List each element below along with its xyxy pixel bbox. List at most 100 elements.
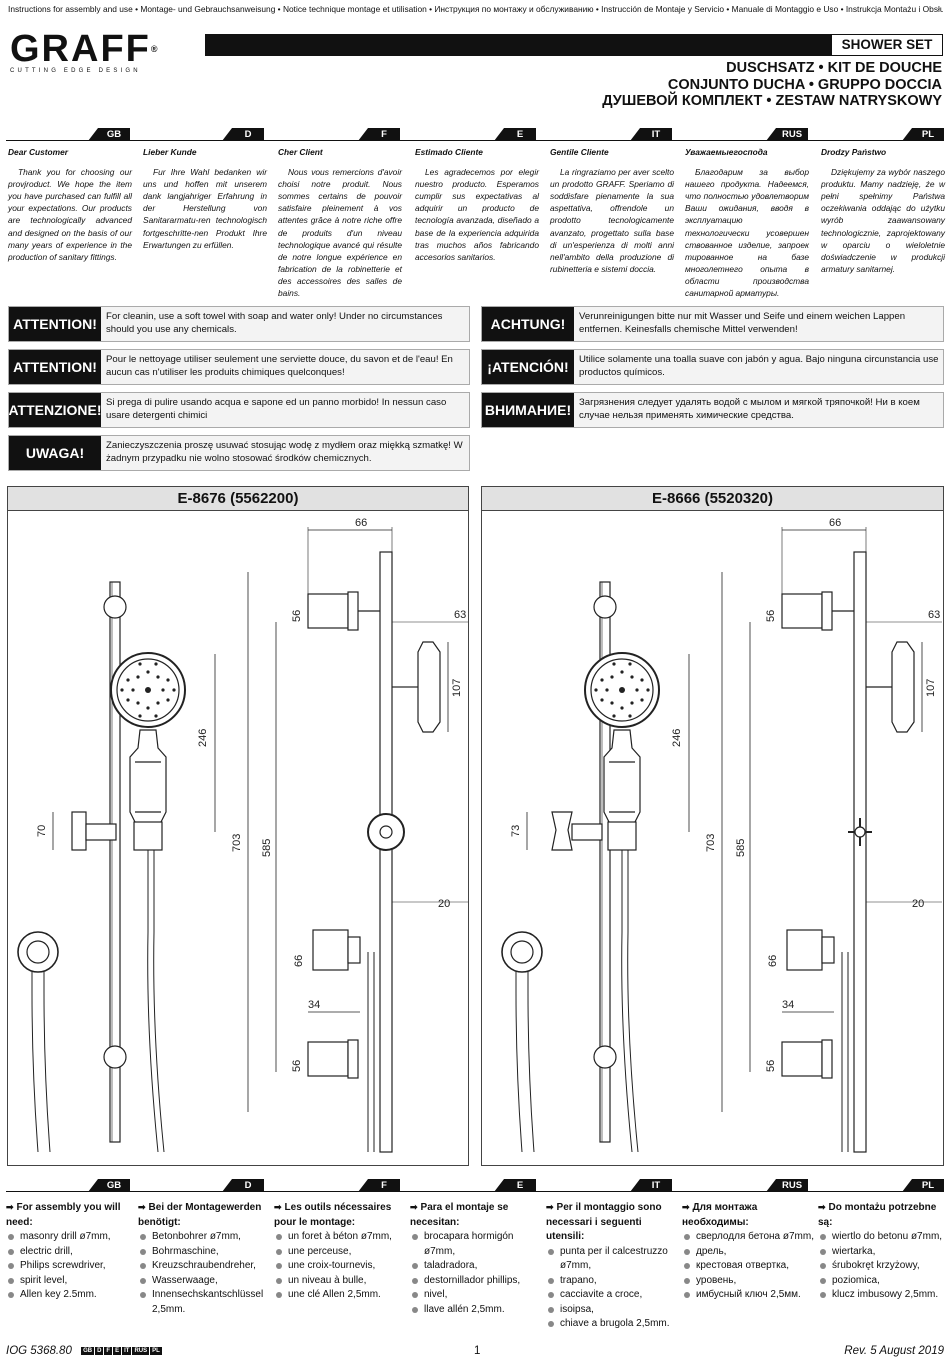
lang-tab-e: E [494, 128, 536, 141]
tools-heading: Для монтажа необходимы: [682, 1200, 816, 1230]
languages-line: Instructions for assembly and use • Mont… [8, 4, 943, 14]
lang-tab-d: D [222, 1179, 264, 1192]
intro-heading: Cher Client [278, 147, 323, 157]
dim-outlet-dia: 66 [293, 955, 305, 967]
dim-bracket-dia: 56 [291, 610, 303, 622]
intro-heading: Dear Customer [8, 147, 69, 157]
technical-drawing: 246 73 703 585 66 56 63 107 20 66 34 [501, 517, 942, 1153]
lang-tab-rus: RUS [766, 128, 808, 141]
flag-f: F [104, 1346, 113, 1355]
dim-total-height: 703 [231, 834, 243, 852]
tool-item: крестовая отвертка, [682, 1259, 816, 1274]
intro-text: Fur Ihre Wahl bedanken wir uns und hoffe… [143, 167, 267, 250]
dim-outlet-width: 34 [308, 999, 320, 1011]
intro-d: Lieber Kunde Fur Ihre Wahl bedanken wir … [143, 146, 267, 251]
attention-label: UWAGA! [9, 436, 101, 470]
attention-text: Verunreinigungen bitte nur mit Wasser un… [579, 311, 906, 335]
dim-inner-height: 585 [261, 839, 273, 857]
technical-drawing: 246 70 703 585 66 56 63 107 20 [17, 517, 468, 1153]
flag-pl: PL [150, 1346, 162, 1355]
tool-item: nivel, [410, 1288, 544, 1303]
tools-pl: Do montażu potrzebne są: wiertlo do beto… [818, 1200, 946, 1303]
attention-label: ACHTUNG! [482, 307, 574, 341]
flag-gb: GB [81, 1346, 95, 1355]
attention-label: ВНИМАНИЕ! [482, 393, 574, 427]
tools-heading: For assembly you will need: [6, 1200, 136, 1230]
dim-handle-length: 246 [197, 729, 209, 747]
attention-box-f: ATTENTION! Pour le nettoyage utiliser se… [8, 349, 470, 385]
tool-item: уровень, [682, 1274, 816, 1289]
intro-heading: Gentile Cliente [550, 147, 609, 157]
tools-f: Les outils nécessaires pour le montage: … [274, 1200, 408, 1303]
tool-item: electric drill, [6, 1245, 136, 1260]
tool-item: une croix-tournevis, [274, 1259, 408, 1274]
lang-tab-f: F [358, 1179, 400, 1192]
divider [6, 1191, 944, 1192]
logo-text: GRAFF [10, 28, 151, 70]
lang-tab-f: F [358, 128, 400, 141]
lang-tab-pl: PL [902, 128, 944, 141]
intro-heading: Drodzy Państwo [821, 147, 887, 157]
attention-label: ATTENTION! [9, 307, 101, 341]
attention-box-pl: UWAGA! Zanieczyszczenia proszę usuwać st… [8, 435, 470, 471]
tool-item: spirit level, [6, 1274, 136, 1289]
intro-it: Gentile Cliente La ringraziamo per aver … [550, 146, 674, 275]
dim-outlet-dia: 66 [767, 955, 779, 967]
tools-heading: Bei der Montagewerden benötigt: [138, 1200, 272, 1230]
tool-item: poziomica, [818, 1274, 946, 1289]
tools-lang-tabs: GB D F E IT RUS PL [6, 1179, 944, 1192]
lang-tab-pl: PL [902, 1179, 944, 1192]
logo-tagline: CUTTING EDGE DESIGN [10, 68, 141, 74]
dim-offset: 63 [928, 609, 940, 621]
lang-tab-e: E [494, 1179, 536, 1192]
dim-shower-dia: 107 [925, 679, 937, 697]
tool-item: śrubokręt krzyżowy, [818, 1259, 946, 1274]
tool-item: Bohrmaschine, [138, 1245, 272, 1260]
tools-heading: Do montażu potrzebne są: [818, 1200, 946, 1230]
divider [6, 140, 944, 141]
intro-f: Cher Client Nous vous remercions d'avoir… [278, 146, 402, 299]
attention-label: ¡ATENCIÓN! [482, 350, 574, 384]
attention-text: Pour le nettoyage utiliser seulement une… [106, 354, 453, 378]
tool-item: une perceuse, [274, 1245, 408, 1260]
flag-d: D [95, 1346, 104, 1355]
intro-text: Благодарим за выбор нашего продукта. Над… [685, 167, 809, 299]
page-number: 1 [474, 1345, 481, 1357]
tool-item: une clé Allen 2,5mm. [274, 1288, 408, 1303]
dim-top-width: 66 [355, 517, 367, 529]
tool-item: punta per il calcestruzzo ø7mm, [546, 1245, 680, 1274]
dim-inner-height: 585 [735, 839, 747, 857]
tool-item: klucz imbusowy 2,5mm. [818, 1288, 946, 1303]
tool-item: brocapara hormigón ø7mm, [410, 1230, 544, 1259]
tool-item: Philips screwdriver, [6, 1259, 136, 1274]
attention-text: Si prega di pulire usando acqua e sapone… [106, 397, 447, 421]
dim-bracket2-dia: 56 [291, 1060, 303, 1072]
tool-item: Allen key 2.5mm. [6, 1288, 136, 1303]
tools-gb: For assembly you will need: masonry dril… [6, 1200, 136, 1303]
tool-item: Kreuzschraubendreher, [138, 1259, 272, 1274]
intro-text: Les agradecemos por elegir nuestro produ… [415, 167, 539, 262]
attention-box-e: ¡ATENCIÓN! Utilice solamente una toalla … [481, 349, 944, 385]
lang-tab-it: IT [630, 128, 672, 141]
tool-item: cacciavite a croce, [546, 1288, 680, 1303]
tools-d: Bei der Montagewerden benötigt: Betonboh… [138, 1200, 272, 1317]
dim-handle-length: 246 [671, 729, 683, 747]
tools-rus: Для монтажа необходимы: сверлодля бетона… [682, 1200, 816, 1303]
tool-item: un foret à béton ø7mm, [274, 1230, 408, 1245]
dim-bracket2-dia: 56 [765, 1060, 777, 1072]
tool-item: Innensechskantschlüssel 2,5mm. [138, 1288, 272, 1317]
intro-text: Nous vous remercions d'avoir choisi notr… [278, 167, 402, 299]
panel-title: E-8676 (5562200) [8, 487, 468, 511]
dim-bar-dia: 20 [438, 898, 450, 910]
flag-it: IT [122, 1346, 132, 1355]
panel-title: E-8666 (5520320) [482, 487, 943, 511]
attention-box-it: ATTENZIONE! Si prega di pulire usando ac… [8, 392, 470, 428]
dim-outlet-width: 34 [782, 999, 794, 1011]
intro-heading: Estimado Cliente [415, 147, 483, 157]
tool-item: wiertarka, [818, 1245, 946, 1260]
tool-item: сверлодля бетона ø7mm, [682, 1230, 816, 1245]
tool-item: taladradora, [410, 1259, 544, 1274]
title-bar: SHOWER SET [205, 34, 943, 56]
lang-tab-it: IT [630, 1179, 672, 1192]
